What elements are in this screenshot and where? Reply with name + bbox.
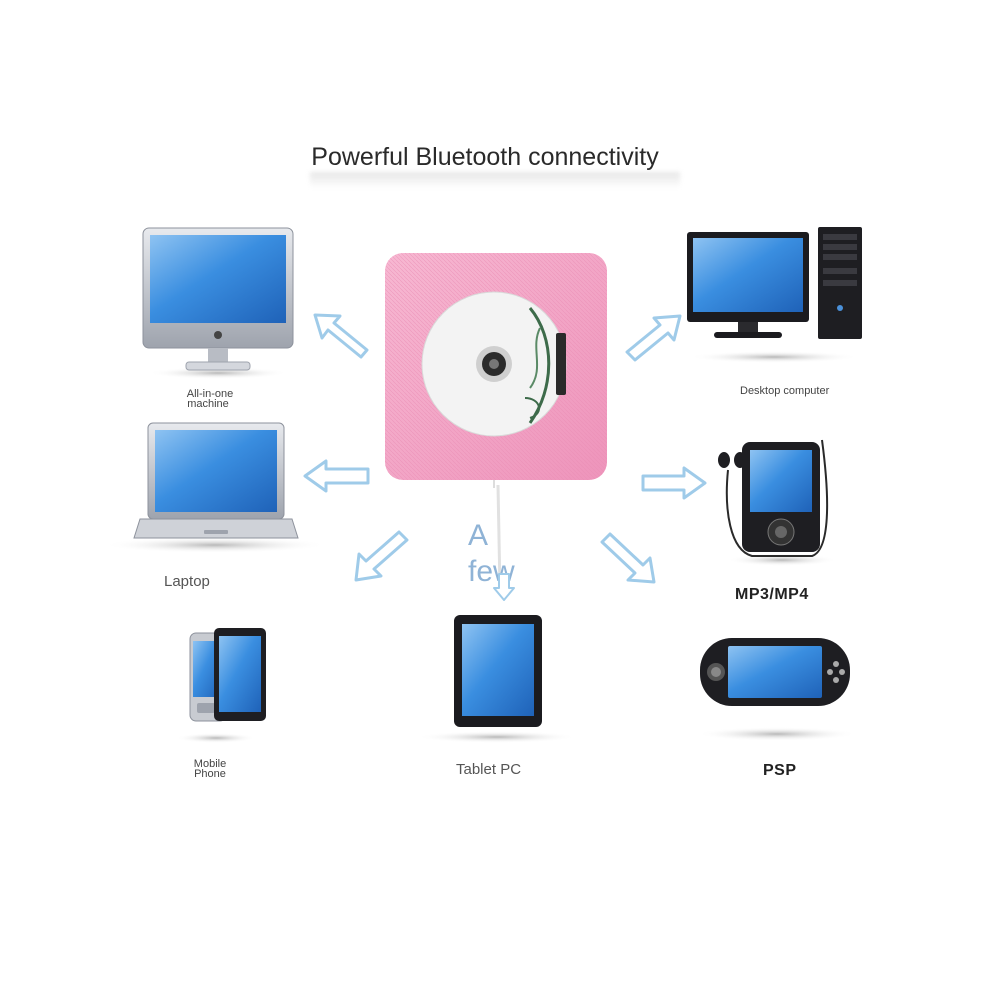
page-title: Powerful Bluetooth connectivity xyxy=(311,143,659,171)
tablet-icon xyxy=(417,615,577,743)
psp-label: PSP xyxy=(763,762,797,779)
laptop-label: Laptop xyxy=(164,573,210,590)
power-cable xyxy=(496,484,502,591)
arrow-to-desktop xyxy=(625,314,682,362)
mobile-phone-icon xyxy=(176,628,266,743)
arrow-to-mp3 xyxy=(641,466,707,500)
arrow-to-laptop xyxy=(303,459,370,493)
cd-player-image xyxy=(385,253,607,488)
all-in-one-label-line1: All-in-one xyxy=(186,388,234,400)
psp-icon xyxy=(697,638,857,741)
arrow-to-all-in-one xyxy=(313,313,369,359)
center-caption-line1: A xyxy=(468,519,489,552)
mobile-phone-label-line1: Mobile xyxy=(193,758,227,770)
arrow-to-tablet xyxy=(493,573,515,601)
laptop-icon xyxy=(103,422,327,553)
mp3-player-icon xyxy=(718,439,837,566)
mp3-label: MP3/MP4 xyxy=(735,586,809,603)
arrow-to-mobile xyxy=(354,530,409,582)
desktop-computer-icon xyxy=(687,227,862,363)
all-in-one-label-line2: machine xyxy=(187,398,229,410)
title-reflection xyxy=(310,172,680,188)
mobile-phone-label-line2: Phone xyxy=(194,768,226,780)
all-in-one-computer-icon xyxy=(142,227,294,379)
tablet-label: Tablet PC xyxy=(456,761,522,778)
arrow-to-psp xyxy=(600,532,656,584)
desktop-label: Desktop computer xyxy=(740,385,830,397)
